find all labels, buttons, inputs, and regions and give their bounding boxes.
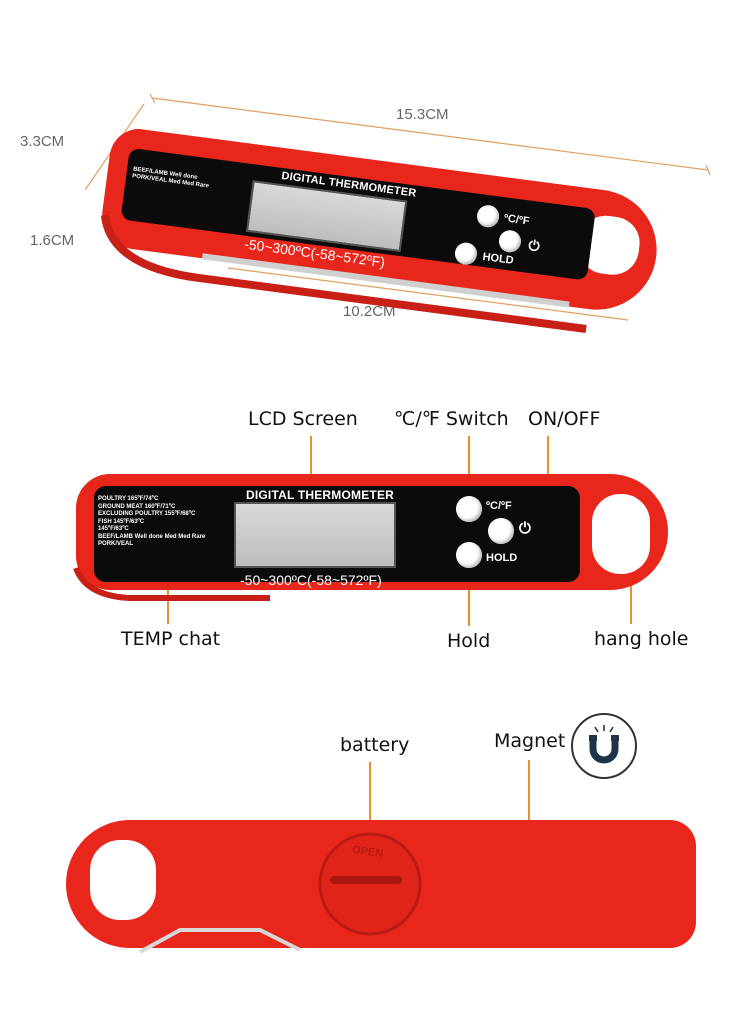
dimension-probe: 10.2CM xyxy=(343,303,396,320)
callout-lcd: LCD Screen xyxy=(248,408,358,430)
temp-range-front: -50~300ºC(-58~572ºF) xyxy=(240,572,382,588)
callout-power: ON/OFF xyxy=(528,408,601,430)
dimension-length: 15.3CM xyxy=(396,106,449,123)
leader-hold xyxy=(468,566,470,626)
leader-magnet xyxy=(528,760,530,856)
callout-tempchart: TEMP chat xyxy=(121,628,221,650)
magnet-icon xyxy=(571,713,637,779)
unit-label-front: ºC/ºF xyxy=(486,500,512,512)
leader-lcd xyxy=(310,436,312,492)
leader-hanghole xyxy=(630,570,632,624)
callout-hold: Hold xyxy=(447,630,491,652)
hold-label-front: HOLD xyxy=(486,552,518,564)
power-button-front[interactable] xyxy=(488,518,514,544)
callout-switch: ℃/℉ Switch xyxy=(394,408,509,430)
dimension-height: 3.3CM xyxy=(20,133,65,150)
power-icon-front: ⏻ xyxy=(519,520,531,537)
thermometer-body-back xyxy=(66,820,696,954)
leader-battery xyxy=(369,762,371,848)
brand-label-front: DIGITAL THERMOMETER xyxy=(246,488,395,502)
callout-battery: battery xyxy=(340,734,410,756)
lcd-screen-front xyxy=(234,502,396,568)
dimension-thickness: 1.6CM xyxy=(30,232,75,249)
thermometer-top: DIGITAL THERMOMETER -50~300ºC(-58~572ºF)… xyxy=(90,115,680,339)
leader-switch xyxy=(468,436,470,496)
unit-button-front[interactable] xyxy=(456,496,482,522)
temp-chart-front: POULTRY 165ºF/74ºC GROUND MEAT 160ºF/71º… xyxy=(98,496,206,547)
hold-button-front[interactable] xyxy=(456,542,482,568)
callout-hanghole: hang hole xyxy=(594,628,689,650)
power-icon: ⏻ xyxy=(527,236,541,255)
callout-magnet: Magnet xyxy=(494,730,566,752)
